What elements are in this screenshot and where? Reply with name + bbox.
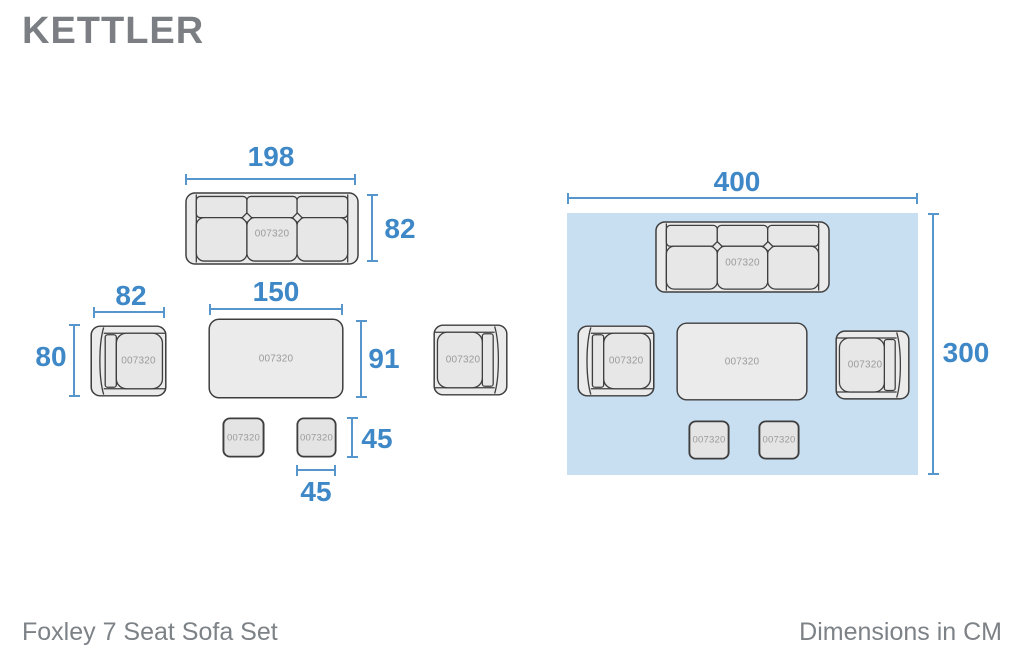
table-width-label: 150: [252, 276, 300, 307]
stool-width-line: [296, 464, 336, 476]
armchair-depth-label: 80: [35, 341, 67, 372]
kettler-logo: KETTLER: [22, 10, 205, 52]
product-code-label: 007320: [300, 432, 333, 443]
product-code-label: 007320: [847, 359, 883, 371]
plan-stool-left: 007320: [688, 420, 730, 460]
product-code-label: 007320: [762, 434, 796, 446]
sofa-top-view: 007320: [185, 192, 359, 265]
stool-depth-label: 45: [361, 423, 393, 454]
plan-width-line: [567, 192, 918, 204]
plan-width-label: 400: [713, 166, 761, 197]
armchair-depth-line: [68, 324, 80, 397]
product-code-label: 007320: [608, 355, 644, 367]
stool-right-top-view: 007320: [296, 417, 337, 458]
armchair-width-line: [93, 306, 165, 318]
product-code-label: 007320: [445, 354, 481, 366]
plan-depth-line: [927, 213, 939, 475]
product-code-label: 007320: [692, 434, 726, 446]
armchair-left-top-view: 007320: [90, 325, 167, 397]
table-depth-label: 91: [368, 343, 400, 374]
product-code-label: 007320: [121, 355, 156, 367]
plan-stool-right: 007320: [758, 420, 800, 460]
plan-armchair-left: 007320: [577, 325, 655, 397]
plan-table: 007320: [676, 322, 808, 401]
sofa-width-line: [185, 173, 356, 185]
table-width-line: [209, 303, 343, 315]
product-name: Foxley 7 Seat Sofa Set: [22, 618, 278, 646]
product-code-label: 007320: [258, 353, 294, 364]
armchair-width-label: 82: [115, 280, 147, 311]
sofa-depth-line: [366, 194, 378, 262]
stool-depth-line: [346, 417, 358, 458]
sofa-width-label: 198: [247, 141, 295, 172]
plan-armchair-right: 007320: [835, 330, 910, 400]
product-code-label: 007320: [254, 228, 290, 240]
armchair-right-top-view: 007320: [433, 324, 508, 396]
stool-left-top-view: 007320: [222, 417, 265, 458]
plan-sofa: 007320: [655, 221, 830, 293]
stool-width-label: 45: [300, 476, 332, 507]
units-note: Dimensions in CM: [799, 618, 1002, 646]
table-depth-line: [355, 320, 367, 398]
product-code-label: 007320: [724, 356, 760, 367]
table-top-view: 007320: [208, 318, 344, 399]
sofa-depth-label: 82: [384, 213, 416, 244]
product-code-label: 007320: [725, 257, 760, 269]
plan-depth-label: 300: [942, 337, 990, 368]
product-code-label: 007320: [227, 432, 260, 443]
